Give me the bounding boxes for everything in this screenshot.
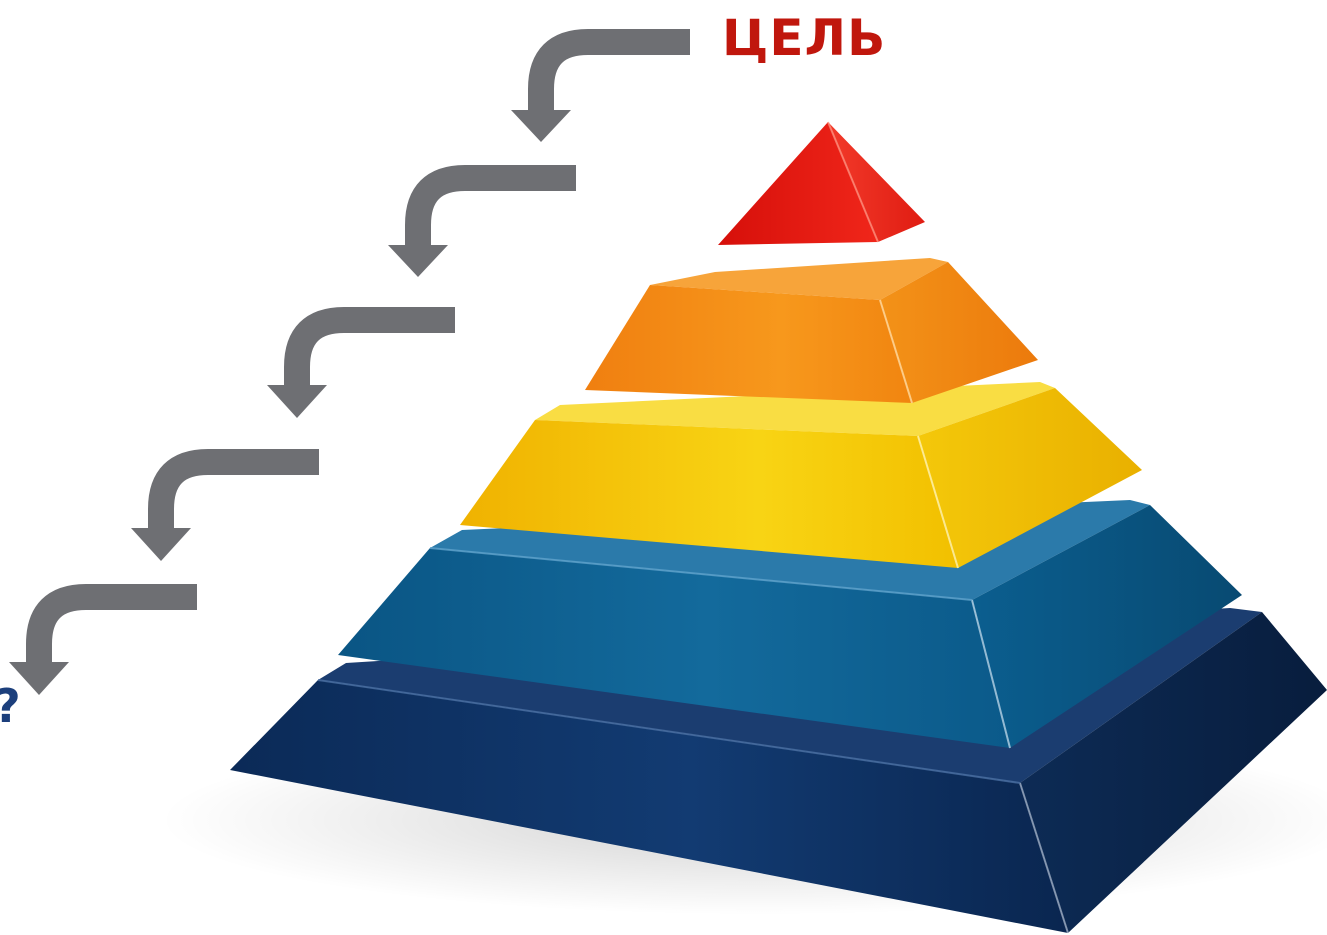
tier-2-right-face [880,262,1038,403]
tier-2-front-face [585,285,912,403]
goal-label: ЦЕЛЬ [722,9,887,67]
tier-base-right-face [1020,612,1327,933]
tier-4-front-face [338,548,1010,748]
step-arrow-5 [9,584,197,695]
question-mark-label: ? [0,678,21,734]
tier-3-front-face [460,420,958,568]
step-arrow-2 [388,165,576,277]
pyramid-tier-2 [585,258,1038,404]
tier-4-right-face [972,505,1242,748]
step-arrow-3 [267,307,455,418]
tier-top-front-face [718,122,878,245]
tier-4-rim [429,547,973,601]
tier-top-edge [827,121,879,243]
tier-base-front-face [230,680,1068,933]
tier-base-rim [317,679,1021,784]
tier-3-edge [917,435,959,569]
tier-base-edge [1019,782,1069,934]
tier-3-right-face [918,388,1142,568]
tier-top-right-face [828,122,925,242]
arrow-head-3 [267,385,327,418]
pyramid-tier-top [718,121,925,245]
arrow-head-2 [388,245,448,277]
tier-2-edge [879,299,913,404]
arrow-head-5 [9,662,69,695]
step-arrow-4 [131,449,319,561]
step-arrows [9,29,690,695]
step-arrow-1 [511,29,690,142]
arrow-head-1 [511,110,571,142]
arrow-head-4 [131,528,191,561]
tier-4-edge [971,599,1011,749]
tier-2-top-face [650,258,948,300]
